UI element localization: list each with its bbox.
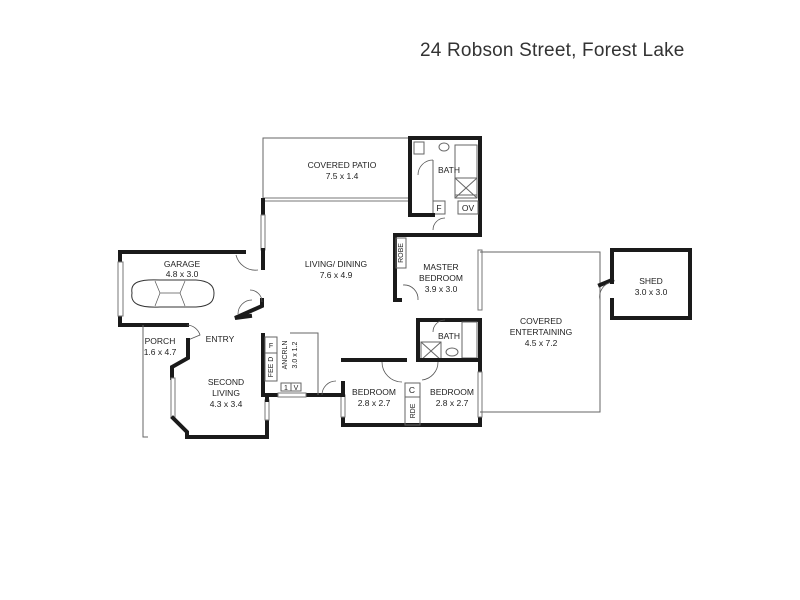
second-living-size: 4.3 x 3.4: [210, 399, 243, 409]
covered-entertaining-size: 4.5 x 7.2: [525, 338, 558, 348]
cupboard-1-label: 1: [284, 385, 288, 392]
linen-label: C: [409, 385, 415, 395]
entry-label: ENTRY: [206, 334, 235, 344]
main-house-walls: [234, 198, 483, 427]
porch-label: PORCH: [145, 336, 176, 346]
second-living-label-2: LIVING: [212, 388, 240, 398]
porch-second-living: [142, 324, 270, 439]
covered-entertaining-label-2: ENTERTAINING: [510, 327, 573, 337]
bedroom-2-size: 2.8 x 2.7: [358, 398, 391, 408]
covered-patio-size: 7.5 x 1.4: [326, 171, 359, 181]
bath-label: BATH: [438, 165, 460, 175]
shed-label: SHED: [639, 276, 663, 286]
living-dining-size: 7.6 x 4.9: [320, 270, 353, 280]
property-address-title: 24 Robson Street, Forest Lake: [420, 40, 685, 61]
bath-laundry-block: [408, 136, 482, 237]
second-living-label: SECOND: [208, 377, 244, 387]
master-bedroom-size: 3.9 x 3.0: [425, 284, 458, 294]
f-cupboard-label: F: [269, 343, 273, 350]
shed-area: [610, 248, 692, 320]
covered-entertaining-label: COVERED: [520, 316, 562, 326]
bedroom-3-size: 2.8 x 2.7: [436, 398, 469, 408]
bedroom-3-label: BEDROOM: [430, 387, 474, 397]
car-icon: [131, 279, 215, 308]
covered-patio-label: COVERED PATIO: [308, 160, 377, 170]
ancrln-label: ANCRLN: [282, 341, 289, 370]
bath-2-label: BATH: [438, 331, 460, 341]
robe-2-label: RDE: [410, 403, 417, 418]
robe-label: ROBE: [398, 243, 405, 263]
shed-size: 3.0 x 3.0: [635, 287, 668, 297]
garage-area: [117, 250, 259, 327]
oven-label: OV: [462, 203, 475, 213]
bedroom-2-label: BEDROOM: [352, 387, 396, 397]
garage-label: GARAGE: [164, 259, 201, 269]
master-bedroom-label-2: BEDROOM: [419, 273, 463, 283]
master-bedroom-label: MASTER: [423, 262, 458, 272]
feed-label: FEE D: [268, 357, 275, 378]
living-dining-label: LIVING/ DINING: [305, 259, 367, 269]
ancrln-size: 3.0 x 1.2: [292, 341, 299, 368]
garage-size: 4.8 x 3.0: [166, 269, 199, 279]
cupboard-2-label: V: [294, 385, 299, 392]
porch-size: 1.6 x 4.7: [144, 347, 177, 357]
fridge-label: F: [436, 203, 441, 213]
